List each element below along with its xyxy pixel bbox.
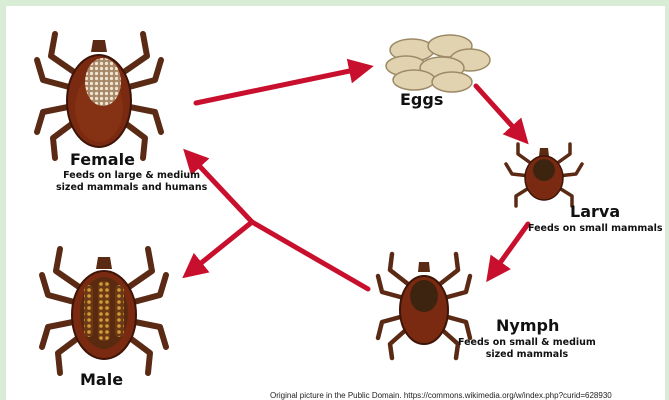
larva-description: Feeds on small mammals (528, 223, 663, 235)
arrow-female-to-eggs (196, 68, 364, 103)
female-description-line-2: sized mammals and humans (56, 182, 207, 194)
eggs-icon (386, 35, 490, 92)
female-description-line-1: Feeds on large & medium (56, 170, 207, 182)
male-title: Male (80, 370, 123, 389)
larva-tick-icon (506, 144, 582, 206)
male-tick-icon (42, 249, 166, 373)
nymph-description: Feeds on small & medium sized mammals (458, 337, 596, 361)
female-tick-icon (37, 34, 161, 158)
arrow-larva-to-nymph (492, 224, 528, 274)
arrow-junction-to-male (190, 222, 252, 272)
female-title: Female (70, 150, 135, 169)
nymph-description-line-1: Feeds on small & medium (458, 337, 596, 349)
nymph-description-line-2: sized mammals (458, 349, 596, 361)
nymph-title: Nymph (496, 316, 559, 335)
life-cycle-arrows (190, 68, 528, 289)
nymph-tick-icon (378, 254, 470, 358)
eggs-title: Eggs (400, 90, 443, 109)
arrow-eggs-to-larva (476, 86, 522, 137)
female-description: Feeds on large & medium sized mammals an… (56, 170, 207, 194)
larva-title: Larva (570, 202, 620, 221)
arrow-nymph-to-junction (252, 222, 368, 289)
image-credit: Original picture in the Public Domain. h… (270, 391, 612, 400)
